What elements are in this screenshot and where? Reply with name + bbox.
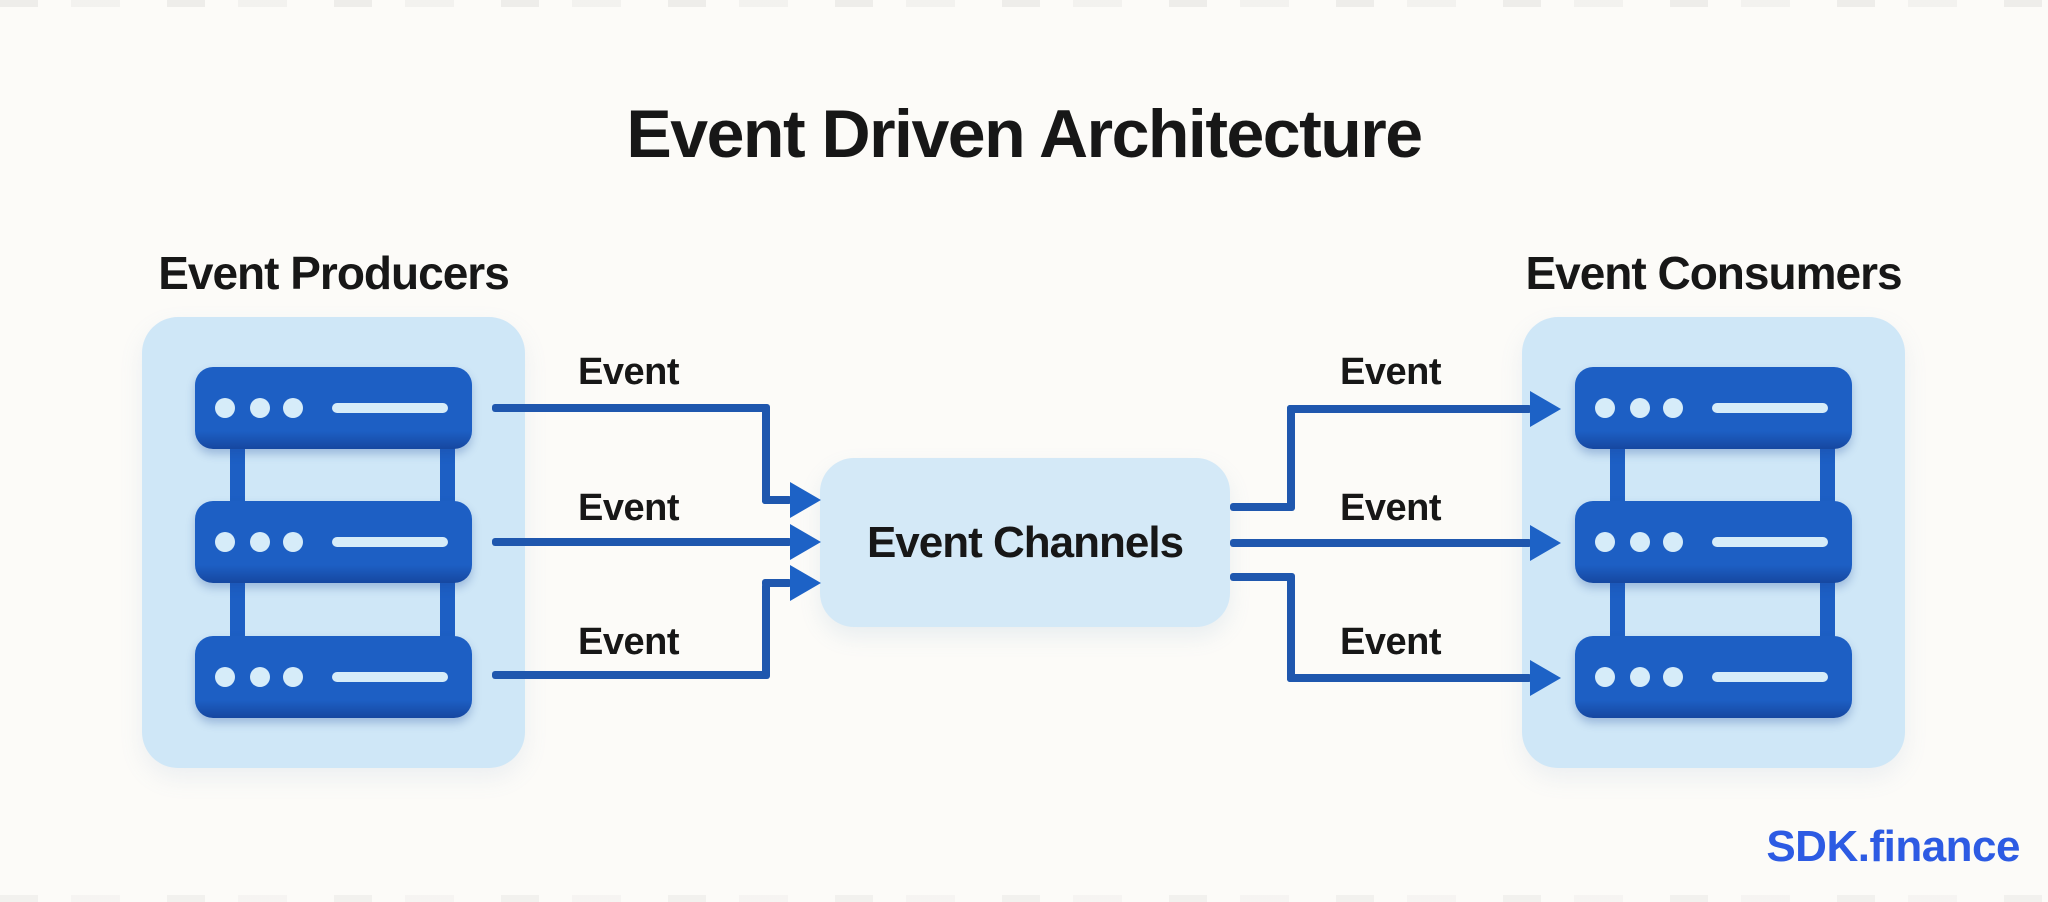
- server-slot-icon: [1712, 403, 1828, 413]
- server-icon: [1575, 636, 1852, 718]
- server-slot-icon: [1712, 537, 1828, 547]
- server-led-icon: [1595, 398, 1615, 418]
- producer-event-label: Event: [578, 621, 679, 663]
- consumer-event-label: Event: [1340, 621, 1441, 663]
- server-led-icon: [215, 532, 235, 552]
- server-led-icon: [1630, 532, 1650, 552]
- server-led-icon: [250, 398, 270, 418]
- diagram-title: Event Driven Architecture: [626, 96, 1423, 172]
- server-icon: [1575, 501, 1852, 583]
- server-led-icon: [1663, 398, 1683, 418]
- consumer-event-label: Event: [1340, 351, 1441, 393]
- sdk-finance-logo: SDK.finance: [1766, 822, 2020, 871]
- server-led-icon: [1663, 532, 1683, 552]
- event-producers-label: Event Producers: [158, 247, 510, 299]
- server-led-icon: [1663, 667, 1683, 687]
- consumer-event-label: Event: [1340, 487, 1441, 529]
- server-led-icon: [283, 532, 303, 552]
- event-consumers-label: Event Consumers: [1525, 247, 1902, 299]
- server-led-icon: [250, 532, 270, 552]
- server-icon: [1575, 367, 1852, 449]
- server-slot-icon: [332, 672, 448, 682]
- server-slot-icon: [332, 537, 448, 547]
- server-icon: [195, 636, 472, 718]
- event-consumers-panel: [1522, 317, 1905, 768]
- server-slot-icon: [1712, 672, 1828, 682]
- event-producers-panel: [142, 317, 525, 768]
- event-channels-box: Event Channels: [820, 458, 1230, 627]
- server-led-icon: [1630, 398, 1650, 418]
- server-led-icon: [215, 398, 235, 418]
- server-led-icon: [283, 398, 303, 418]
- server-led-icon: [250, 667, 270, 687]
- server-icon: [195, 501, 472, 583]
- producer-event-label: Event: [578, 487, 679, 529]
- server-led-icon: [1595, 667, 1615, 687]
- top-edge-artifact: [0, 0, 2048, 7]
- event-channels-label: Event Channels: [866, 517, 1184, 567]
- bottom-edge-artifact: [0, 895, 2048, 902]
- server-slot-icon: [332, 403, 448, 413]
- server-icon: [195, 367, 472, 449]
- server-led-icon: [1630, 667, 1650, 687]
- server-led-icon: [283, 667, 303, 687]
- producer-event-label: Event: [578, 351, 679, 393]
- server-led-icon: [215, 667, 235, 687]
- server-led-icon: [1595, 532, 1615, 552]
